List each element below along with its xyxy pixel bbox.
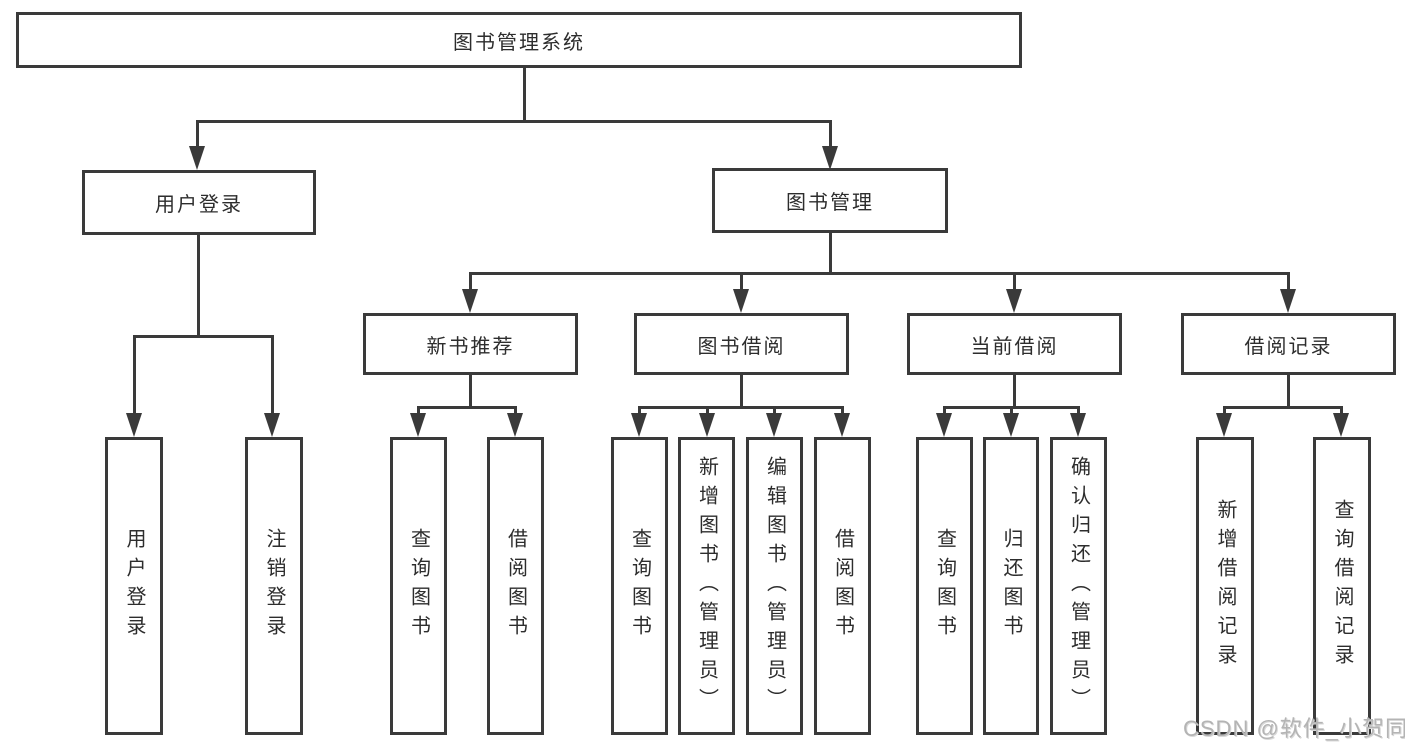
node-book-management: 图书管理 xyxy=(712,168,948,233)
node-label: 编辑图书（管理员） xyxy=(763,455,786,717)
arrow-down-icon xyxy=(1333,413,1349,437)
connector-line xyxy=(638,406,641,416)
node-label: 查询图书 xyxy=(628,528,651,644)
leaf-borrow-books: 借阅图书 xyxy=(814,437,871,735)
node-label: 用户登录 xyxy=(123,528,145,644)
arrow-down-icon xyxy=(507,413,523,437)
node-label: 图书借阅 xyxy=(697,335,786,358)
node-library-management-system: 图书管理系统 xyxy=(16,12,1022,68)
leaf-user-login: 用户登录 xyxy=(105,437,163,735)
connector-line xyxy=(841,406,844,416)
node-label: 用户登录 xyxy=(155,194,243,216)
node-label: 图书管理 xyxy=(786,192,874,214)
connector-line xyxy=(514,406,517,416)
node-label: 借阅记录 xyxy=(1244,335,1333,358)
arrow-down-icon xyxy=(631,413,647,437)
arrow-down-icon xyxy=(410,413,426,437)
arrow-down-icon xyxy=(1070,413,1086,437)
node-new-book-recommendation: 新书推荐 xyxy=(363,313,578,375)
connector-line xyxy=(740,375,743,409)
connector-line xyxy=(417,406,517,409)
connector-line xyxy=(271,335,274,415)
connector-line xyxy=(469,375,472,409)
connector-line xyxy=(1223,406,1226,416)
connector-line xyxy=(133,335,274,338)
connector-line xyxy=(1287,272,1290,292)
node-label: 查询图书 xyxy=(407,528,430,644)
arrow-down-icon xyxy=(766,413,782,437)
arrow-down-icon xyxy=(189,146,205,170)
arrow-down-icon xyxy=(1006,289,1022,313)
leaf-add-borrow-record: 新增借阅记录 xyxy=(1196,437,1254,735)
csdn-watermark: CSDN @软件_小贺同学 xyxy=(1183,716,1405,741)
leaf-add-books-admin: 新增图书（管理员） xyxy=(678,437,735,735)
arrow-down-icon xyxy=(834,413,850,437)
leaf-logout: 注销登录 xyxy=(245,437,303,735)
connector-line xyxy=(1013,272,1016,292)
arrow-down-icon xyxy=(699,413,715,437)
connector-line xyxy=(1340,406,1343,416)
node-user-login: 用户登录 xyxy=(82,170,316,235)
connector-line xyxy=(1287,375,1290,409)
connector-line xyxy=(740,272,743,292)
connector-line xyxy=(943,406,946,416)
connector-line xyxy=(196,120,199,150)
node-label: 查询图书 xyxy=(933,528,956,644)
connector-line xyxy=(1013,375,1016,409)
node-label: 新增图书（管理员） xyxy=(695,455,718,717)
node-label: 查询借阅记录 xyxy=(1331,499,1353,673)
connector-line xyxy=(773,406,776,416)
node-label: 归还图书 xyxy=(1000,528,1022,644)
connector-line xyxy=(523,68,526,122)
leaf-query-books-recommendation: 查询图书 xyxy=(390,437,447,735)
arrow-down-icon xyxy=(822,146,838,170)
arrow-down-icon xyxy=(264,413,280,437)
arrow-down-icon xyxy=(1003,413,1019,437)
connector-line xyxy=(1010,406,1013,416)
leaf-query-borrow-record: 查询借阅记录 xyxy=(1313,437,1371,735)
node-label: 借阅图书 xyxy=(831,528,854,644)
node-current-borrowing: 当前借阅 xyxy=(907,313,1122,375)
connector-line xyxy=(417,406,420,416)
connector-line xyxy=(1223,406,1343,409)
arrow-down-icon xyxy=(462,289,478,313)
connector-line xyxy=(1077,406,1080,416)
node-label: 图书管理系统 xyxy=(453,31,585,54)
leaf-query-books-borrowing: 查询图书 xyxy=(611,437,668,735)
node-label: 当前借阅 xyxy=(970,335,1059,358)
node-label: 新增借阅记录 xyxy=(1214,499,1236,673)
connector-line xyxy=(829,233,832,275)
arrow-down-icon xyxy=(1216,413,1232,437)
connector-line xyxy=(196,120,832,123)
connector-line xyxy=(197,235,200,337)
arrow-down-icon xyxy=(126,413,142,437)
arrow-down-icon xyxy=(733,289,749,313)
arrow-down-icon xyxy=(1280,289,1296,313)
connector-line xyxy=(469,272,472,292)
leaf-confirm-return-admin: 确认归还（管理员） xyxy=(1050,437,1107,735)
connector-line xyxy=(469,272,1290,275)
arrow-down-icon xyxy=(936,413,952,437)
node-book-borrowing: 图书借阅 xyxy=(634,313,849,375)
node-label: 注销登录 xyxy=(263,528,285,644)
leaf-borrow-books-recommendation: 借阅图书 xyxy=(487,437,544,735)
connector-line xyxy=(829,120,832,150)
leaf-edit-books-admin: 编辑图书（管理员） xyxy=(746,437,803,735)
node-label: 新书推荐 xyxy=(426,335,515,358)
connector-line xyxy=(638,406,844,409)
node-label: 确认归还（管理员） xyxy=(1067,455,1090,717)
leaf-return-books: 归还图书 xyxy=(983,437,1039,735)
node-label: 借阅图书 xyxy=(504,528,527,644)
connector-line xyxy=(706,406,709,416)
connector-line xyxy=(133,335,136,415)
leaf-query-books-current: 查询图书 xyxy=(916,437,973,735)
node-borrowing-records: 借阅记录 xyxy=(1181,313,1396,375)
